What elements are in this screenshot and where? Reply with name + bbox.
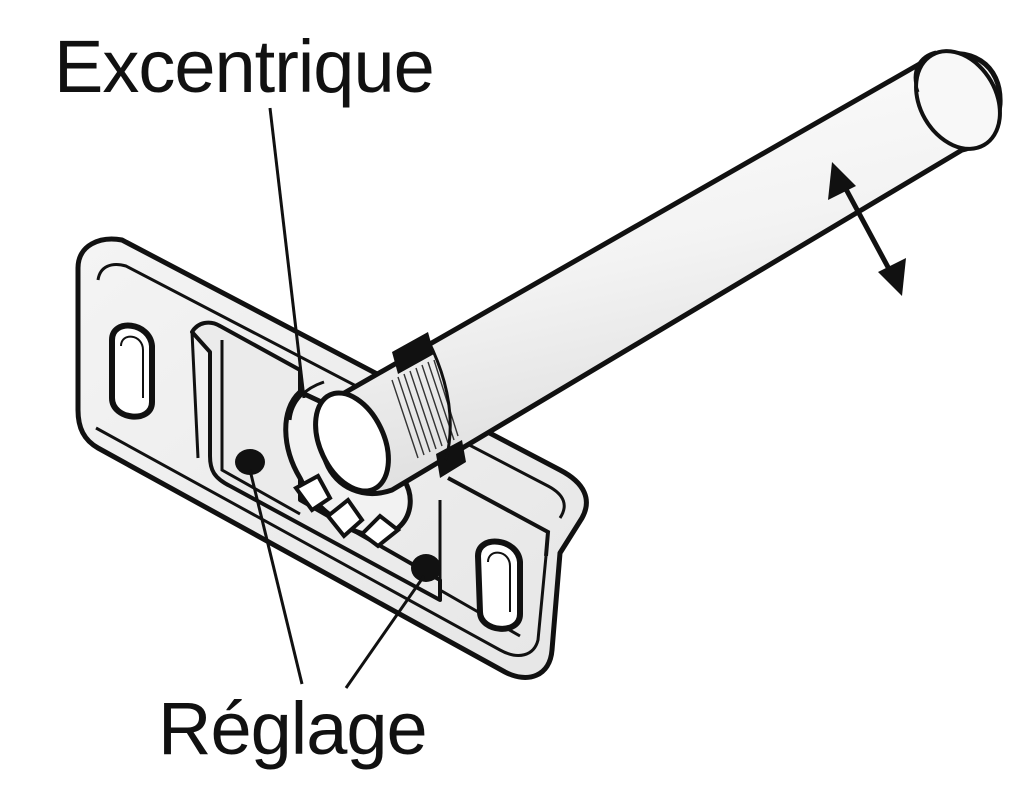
adjustment-screw-left: [235, 449, 265, 475]
mounting-slot-right: [474, 538, 523, 632]
label-reglage: Réglage: [158, 687, 428, 770]
adjustment-screw-right: [411, 554, 441, 582]
leader-line-excentrique: [268, 107, 306, 399]
label-excentrique: Excentrique: [54, 25, 435, 108]
leader-line-reglage-right: [344, 575, 426, 689]
leader-line-reglage-left: [248, 469, 304, 685]
hinge-rod: [313, 49, 1003, 496]
mounting-slot-left: [109, 322, 155, 420]
double-arrow-icon: [828, 162, 906, 296]
adjustment-channel: [190, 320, 442, 602]
